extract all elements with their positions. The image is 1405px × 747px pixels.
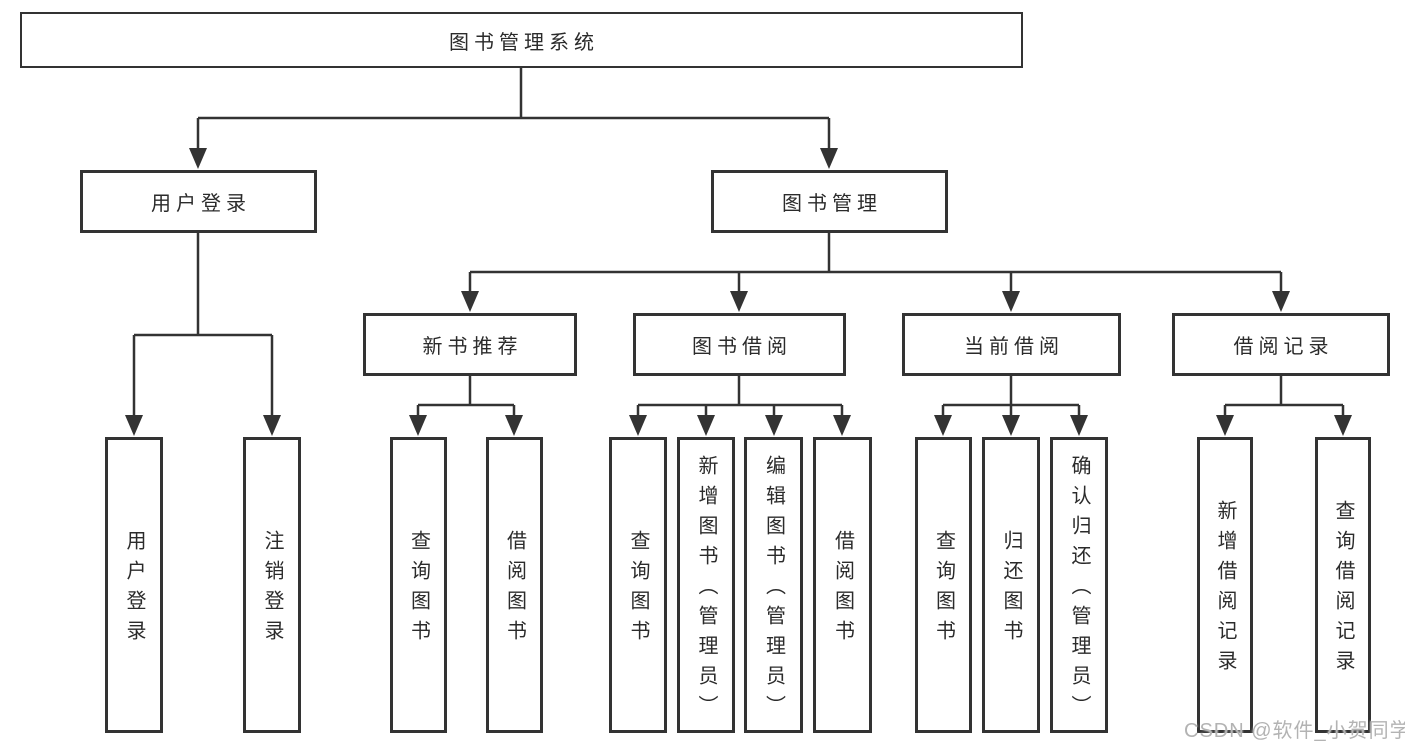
node-label: 查询图书 (627, 530, 649, 650)
node-label: 归还图书 (1000, 530, 1022, 650)
node-edit-books-admin: 编辑图书（管理员） (744, 437, 803, 733)
node-current-borrowing: 当前借阅 (902, 313, 1121, 376)
arrow-down-icons (125, 148, 1352, 436)
node-return-books: 归还图书 (982, 437, 1040, 733)
node-label: 查询借阅记录 (1332, 500, 1354, 680)
node-label: 新增借阅记录 (1214, 500, 1236, 680)
node-borrowing-records: 借阅记录 (1172, 313, 1390, 376)
node-label: 查询图书 (407, 530, 430, 650)
node-borrow-books: 借阅图书 (813, 437, 872, 733)
node-label: 借阅记录 (1233, 336, 1334, 358)
node-label: 确认归还（管理员） (1068, 455, 1090, 725)
node-user-login: 用户登录 (80, 170, 317, 233)
tree-connector-lines (132, 68, 1345, 419)
node-library-management-system: 图书管理系统 (20, 12, 1023, 68)
node-label: 编辑图书（管理员） (762, 455, 785, 725)
node-borrow-books-recommend: 借阅图书 (486, 437, 543, 733)
node-query-books-recommend: 查询图书 (390, 437, 447, 733)
node-label: 借阅图书 (831, 530, 854, 650)
node-label: 用户登录 (151, 193, 251, 215)
node-add-books-admin: 新增图书（管理员） (677, 437, 735, 733)
node-query-borrow-record: 查询借阅记录 (1315, 437, 1371, 733)
node-label: 用户登录 (123, 530, 145, 650)
node-label: 新增图书（管理员） (695, 455, 717, 725)
node-query-books-current: 查询图书 (915, 437, 972, 733)
node-label: 图书管理系统 (449, 31, 599, 54)
node-label: 注销登录 (261, 530, 283, 650)
node-user-login-leaf: 用户登录 (105, 437, 163, 733)
node-logout: 注销登录 (243, 437, 301, 733)
node-book-management: 图书管理 (711, 170, 948, 233)
node-query-books-borrowing: 查询图书 (609, 437, 667, 733)
node-add-borrow-record: 新增借阅记录 (1197, 437, 1253, 733)
node-new-book-recommendation: 新书推荐 (363, 313, 577, 376)
node-label: 借阅图书 (503, 530, 526, 650)
node-label: 当前借阅 (964, 336, 1064, 358)
node-label: 图书管理 (782, 193, 882, 215)
node-label: 新书推荐 (422, 336, 523, 358)
node-confirm-return-admin: 确认归还（管理员） (1050, 437, 1108, 733)
node-book-borrowing: 图书借阅 (633, 313, 846, 376)
csdn-watermark: CSDN @软件_小贺同学 (1184, 720, 1405, 742)
node-label: 查询图书 (932, 530, 955, 650)
node-label: 图书借阅 (692, 336, 792, 358)
